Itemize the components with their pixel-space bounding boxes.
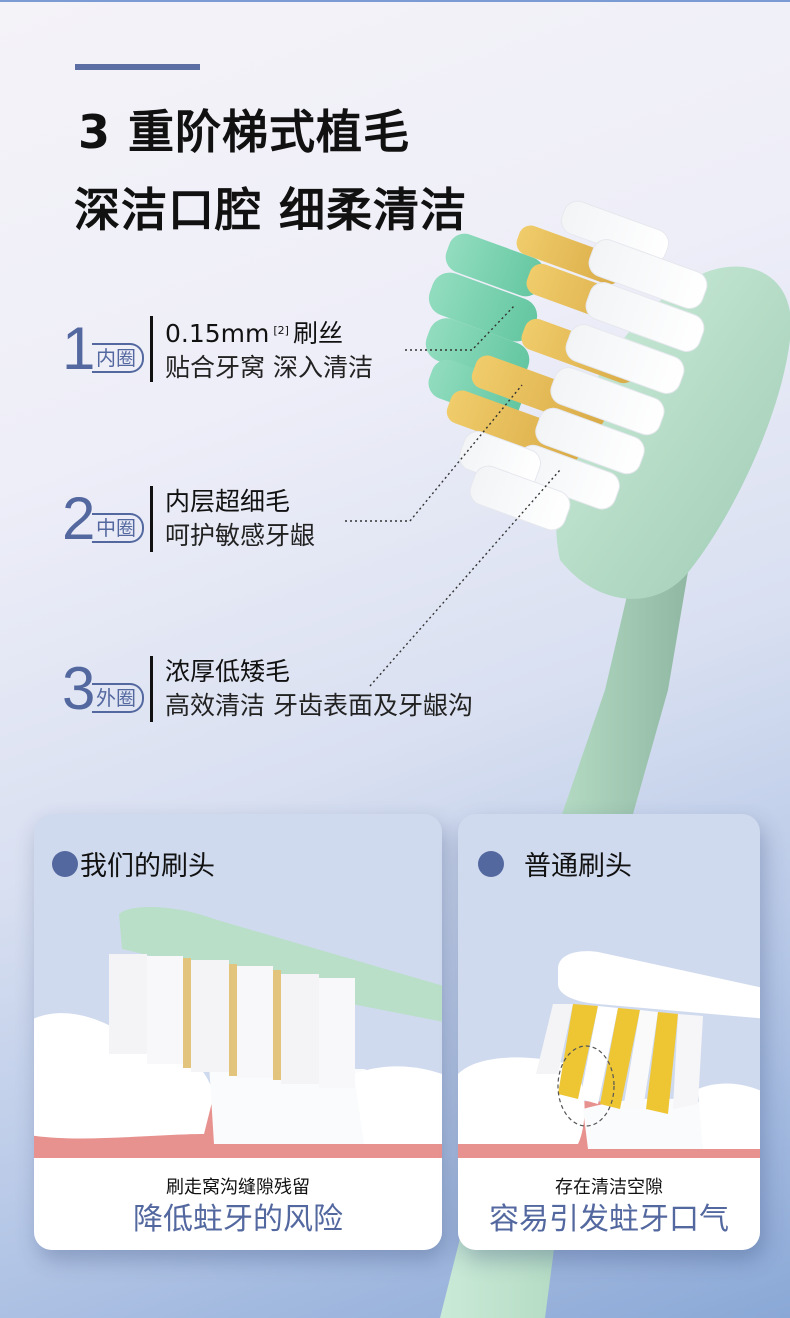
regular-brush-teeth-image — [458, 894, 760, 1158]
our-brush-teeth-image — [34, 894, 442, 1158]
feature-middle-ring: 2 中圈 内层超细毛 呵护敏感牙龈 — [62, 484, 315, 554]
card-heading: 普通刷头 — [524, 851, 632, 882]
feature-number: 1 — [62, 315, 96, 382]
feature-title: 0.15mm[2]刷丝 — [165, 314, 373, 351]
bristle-label: 刷丝 — [292, 318, 343, 348]
ring-label-badge: 内圈 — [92, 343, 144, 373]
feature-number: 3 — [62, 655, 96, 722]
card-headline: 容易引发蛀牙口气 — [489, 1202, 729, 1237]
gap-highlight-ring — [557, 1045, 615, 1127]
card-regular-brush-head: 普通刷头 存在清洁空隙 容易引发蛀牙口气 — [458, 814, 760, 1250]
top-rule — [0, 0, 790, 2]
divider — [150, 486, 153, 552]
feature-title: 浓厚低矮毛 — [165, 657, 291, 686]
bristle-diameter: 0.15mm — [165, 318, 270, 348]
feature-outer-ring: 3 外圈 浓厚低矮毛 高效清洁 牙齿表面及牙龈沟 — [62, 654, 473, 724]
feature-description: 高效清洁 牙齿表面及牙龈沟 — [165, 691, 473, 720]
card-subtitle: 刷走窝沟缝隙残留 — [166, 1177, 310, 1198]
ring-label-badge: 外圈 — [92, 683, 144, 713]
bullet-dot-icon — [478, 850, 504, 877]
bullet-dot-icon — [52, 850, 78, 877]
card-headline: 降低蛀牙的风险 — [133, 1202, 343, 1237]
feature-title: 内层超细毛 — [165, 487, 291, 516]
page-subtitle: 深洁口腔 细柔清洁 — [74, 183, 468, 237]
divider — [150, 656, 153, 722]
card-subtitle: 存在清洁空隙 — [555, 1177, 663, 1198]
card-heading: 我们的刷头 — [80, 851, 215, 882]
feature-description: 贴合牙窝 深入清洁 — [165, 352, 373, 382]
feature-description: 呵护敏感牙龈 — [165, 521, 316, 550]
feature-inner-ring: 1 内圈 0.15mm[2]刷丝 贴合牙窝 深入清洁 — [62, 314, 373, 384]
accent-bar — [75, 64, 200, 70]
page-title: 3 重阶梯式植毛 — [78, 105, 411, 159]
ring-label-badge: 中圈 — [92, 513, 144, 543]
feature-number: 2 — [62, 485, 96, 552]
card-our-brush-head: 我们的刷头 刷走窝沟缝隙残留 降低蛀牙的风险 — [34, 814, 442, 1250]
footnote-ref: [2] — [273, 323, 289, 337]
divider — [150, 316, 153, 382]
